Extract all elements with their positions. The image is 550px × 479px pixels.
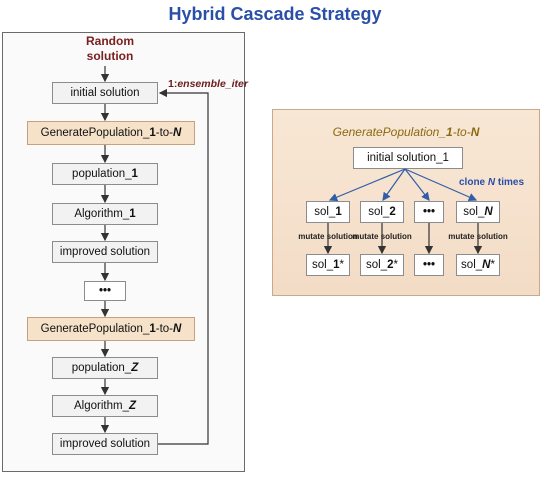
step-text: improved solution: [59, 246, 151, 258]
clone-arrow: [328, 168, 406, 202]
mutated-text: sol_: [312, 259, 334, 271]
step-text-em: Z: [128, 400, 136, 412]
root-initial-solution: initial solution_1: [353, 147, 463, 169]
sol-text: sol_: [463, 206, 485, 218]
step-text-em: 1: [149, 127, 156, 139]
step-generate-population-z: GeneratePopulation_1-to-N: [27, 317, 195, 341]
start-label-line2: solution: [86, 49, 134, 63]
mutated-text-em: 1: [333, 259, 340, 271]
sol-text: sol_: [314, 206, 336, 218]
step-text: Algorithm_: [74, 208, 130, 220]
panel-title-mid: -to-: [452, 125, 471, 139]
mutated-text-post: *: [393, 259, 398, 271]
step-text-em: Z: [131, 362, 139, 374]
step-improved-solution-z: improved solution: [52, 433, 158, 455]
panel-title-em2: N: [470, 125, 480, 139]
sol-text-em: 2: [389, 206, 396, 218]
step-text-em: 1: [129, 208, 136, 220]
step-initial-solution: initial solution: [52, 82, 158, 104]
step-text-em2: N: [173, 127, 182, 139]
panel-title-pre: GeneratePopulation_: [332, 125, 447, 139]
clone-arrow: [404, 168, 478, 201]
step-text-em: 1: [149, 323, 156, 335]
panel-title-em: 1: [446, 125, 453, 139]
loop-label-var: ensemble_iter: [177, 78, 248, 90]
step-text: initial solution: [70, 87, 140, 99]
step-text: improved solution: [59, 438, 151, 450]
mutated-sol-box: sol_N*: [456, 254, 500, 276]
mutated-sol-box: sol_2*: [360, 254, 404, 276]
step-text: GeneratePopulation_: [40, 323, 150, 335]
sol-text: •••: [422, 206, 436, 218]
sol-box: sol_N: [456, 201, 500, 223]
mutated-text-em: N: [482, 259, 491, 271]
start-label: Random solution: [62, 34, 158, 64]
start-label-line1: Random: [86, 34, 134, 48]
mutated-text-post: *: [490, 259, 495, 271]
clone-label-pre: clone: [459, 177, 488, 188]
sol-box: sol_2: [360, 201, 404, 223]
clone-arrow: [404, 168, 430, 201]
step-text-mid: -to-: [155, 323, 174, 335]
loop-arrow: [158, 88, 209, 445]
sol-box: sol_1: [306, 201, 350, 223]
step-population-1: population_1: [52, 163, 158, 185]
panel-title: GeneratePopulation_1-to-N: [272, 125, 540, 139]
step-generate-population-1: GeneratePopulation_1-to-N: [27, 121, 195, 145]
step-algorithm-1: Algorithm_1: [52, 203, 158, 225]
mutated-sol-box: •••: [414, 254, 444, 276]
step-ellipsis: •••: [84, 281, 126, 301]
clone-label-post: times: [495, 177, 525, 188]
clone-label: clone N times: [459, 177, 524, 188]
step-text-em: 1: [131, 168, 138, 180]
step-text: population_: [72, 168, 132, 180]
clone-label-em: N: [487, 177, 496, 188]
loop-label: 1:ensemble_iter: [168, 78, 248, 90]
step-text: GeneratePopulation_: [40, 127, 150, 139]
step-text-mid: -to-: [155, 127, 174, 139]
step-text: Algorithm_: [74, 400, 129, 412]
mutated-sol-box: sol_1*: [306, 254, 350, 276]
sol-text: sol_: [368, 206, 390, 218]
loop-label-prefix: 1:: [168, 78, 178, 90]
mutated-text-em: 2: [387, 259, 394, 271]
mutated-text: •••: [422, 259, 436, 271]
mutated-text: sol_: [366, 259, 388, 271]
root-label: initial solution_1: [367, 152, 449, 164]
mutated-text-post: *: [339, 259, 344, 271]
sol-text-em: 1: [335, 206, 342, 218]
step-text: •••: [98, 285, 112, 297]
sol-text-em: N: [484, 206, 493, 218]
step-text: population_: [71, 362, 132, 374]
step-text-em2: N: [173, 323, 182, 335]
step-improved-solution-1: improved solution: [52, 241, 158, 263]
step-population-z: population_Z: [52, 357, 158, 379]
clone-arrow: [382, 168, 406, 201]
sol-box: •••: [414, 201, 444, 223]
mutated-text: sol_: [461, 259, 483, 271]
page-title: Hybrid Cascade Strategy: [168, 4, 382, 24]
step-algorithm-z: Algorithm_Z: [52, 395, 158, 417]
